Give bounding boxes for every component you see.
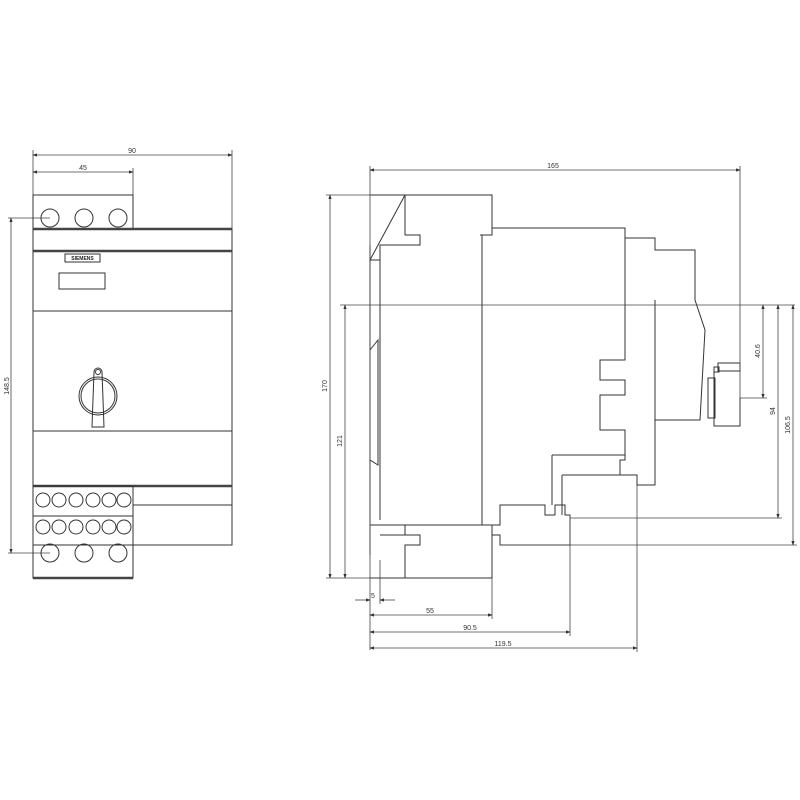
- dim-width-half: 45: [32, 165, 134, 196]
- dim-height-rail: 121: [337, 304, 795, 579]
- dim-offset-106: 106.5: [500, 304, 797, 546]
- front-view: 90 45 148.5 SIEMENS: [4, 148, 233, 580]
- dim-label: 40.6: [755, 344, 762, 358]
- dim-rail-offset: 5: [355, 560, 395, 604]
- dim-label: 90: [128, 148, 136, 155]
- dim-depth-55: 55: [369, 578, 493, 619]
- dim-label: 121: [337, 435, 344, 447]
- aux-terminals: [35, 492, 132, 535]
- display-window: [58, 272, 106, 290]
- side-view: 165 170 121 40.6 94: [322, 163, 797, 652]
- dim-label: 148.5: [4, 377, 11, 395]
- dim-height-total: 170: [322, 194, 370, 579]
- dim-label: 94: [770, 407, 777, 415]
- siemens-logo: SIEMENS: [71, 256, 94, 262]
- dim-label: 90.5: [463, 625, 477, 632]
- dim-label: 55: [426, 608, 434, 615]
- dim-depth-total: 165: [369, 163, 741, 650]
- dim-label: 5: [371, 593, 375, 600]
- dim-label: 170: [322, 380, 329, 392]
- dim-width-total: 90: [32, 148, 233, 230]
- dim-label: 165: [547, 163, 559, 170]
- dim-knob-offset: 40.6: [740, 304, 767, 399]
- dim-label: 106.5: [785, 416, 792, 434]
- dim-label: 45: [79, 165, 87, 172]
- rotary-knob: [78, 367, 118, 428]
- dim-depth-119: 119.5: [369, 485, 638, 652]
- dim-offset-94: 94: [570, 304, 782, 519]
- dim-label: 119.5: [495, 641, 512, 648]
- dim-depth-90: 90.5: [369, 515, 571, 636]
- dim-terminal-pitch: 148.5: [4, 217, 50, 554]
- knob-side: [707, 362, 741, 427]
